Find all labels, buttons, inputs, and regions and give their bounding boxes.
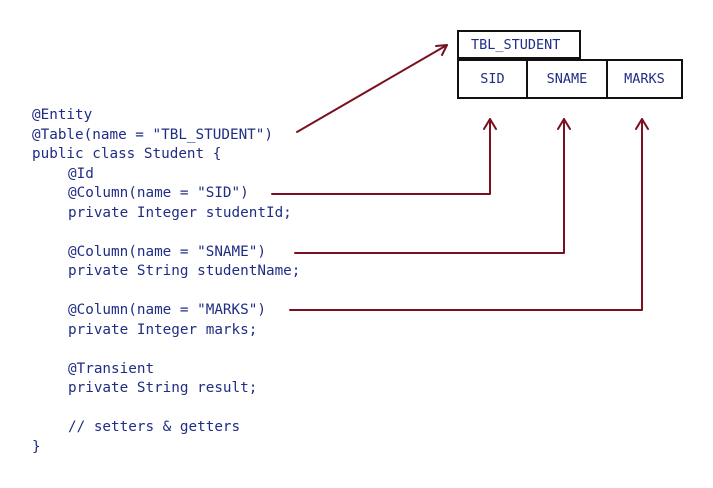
code-line: private String result;	[68, 380, 258, 396]
table-mapping-arrow	[296, 44, 448, 133]
arrowhead-icon	[635, 118, 649, 130]
code-line: @Column(name = "SID")	[68, 185, 249, 201]
java-code-block: @Entity @Table(name = "TBL_STUDENT") pub…	[32, 106, 300, 457]
column-sname: SNAME	[526, 61, 606, 97]
arrowhead-icon	[435, 44, 448, 56]
code-line: private Integer studentId;	[68, 204, 292, 221]
code-line: @Id	[68, 165, 94, 182]
code-line: @Transient	[68, 360, 155, 377]
arrowhead-icon	[557, 118, 571, 130]
sname-mapping-arrow	[294, 118, 565, 254]
code-line: }	[32, 438, 41, 455]
column-sid: SID	[480, 71, 505, 87]
table-name-header: TBL_STUDENT	[457, 30, 581, 59]
sid-mapping-arrow	[271, 118, 491, 195]
marks-mapping-arrow	[289, 118, 643, 311]
code-line: @Column(name = "MARKS")	[68, 302, 266, 318]
code-line: private String studentName;	[68, 263, 301, 279]
code-line: @Column(name = "SNAME")	[68, 243, 266, 260]
column-marks: MARKS	[606, 61, 681, 97]
code-line: // setters & getters	[68, 419, 241, 435]
arrowhead-icon	[483, 118, 497, 130]
code-line: @Entity	[32, 107, 93, 123]
table-columns-row: SID SNAME MARKS	[457, 59, 683, 99]
code-line: @Table(name = "TBL_STUDENT")	[32, 126, 274, 143]
code-line: private Integer marks;	[68, 321, 258, 338]
code-line: public class Student {	[32, 146, 222, 162]
